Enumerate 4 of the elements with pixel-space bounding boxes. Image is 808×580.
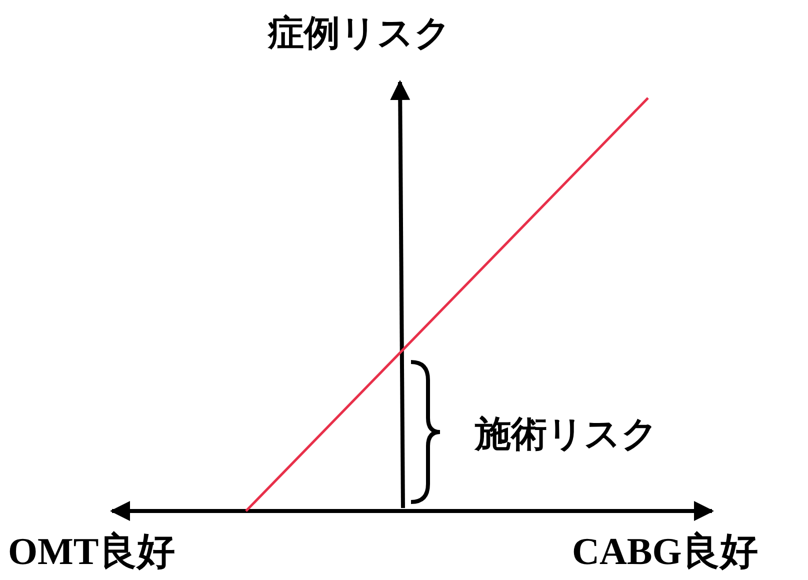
axis-label: CABG良好	[572, 532, 758, 574]
axis-label: OMT良好	[8, 532, 175, 574]
axis-label: 症例リスク	[268, 14, 451, 54]
brace-label: 施術リスク	[475, 415, 658, 455]
